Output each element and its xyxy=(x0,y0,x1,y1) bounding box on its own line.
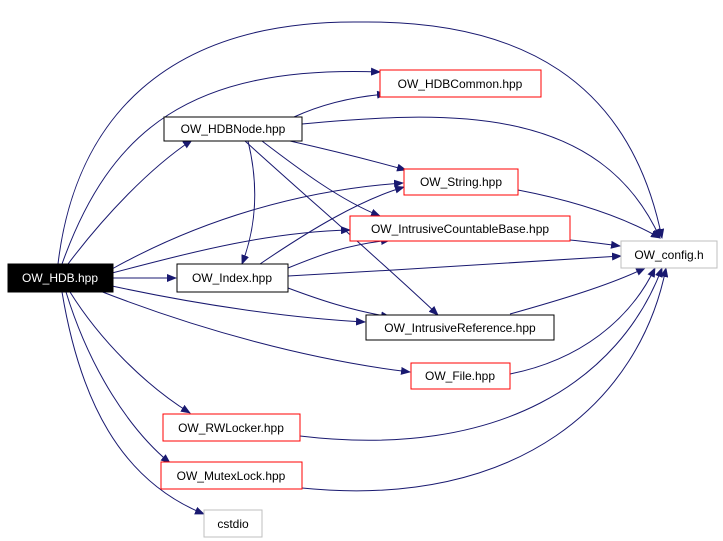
edge-hdb-to-hdbcommon xyxy=(61,67,381,265)
node-label: OW_IntrusiveCountableBase.hpp xyxy=(371,222,549,236)
node-label: OW_HDBCommon.hpp xyxy=(398,77,523,91)
edge-file-to-config xyxy=(509,267,656,375)
edge-hdbnode-to-hdbcommon xyxy=(293,90,387,118)
edge-hdb-to-intrusivecountablebase xyxy=(111,226,351,274)
edge-hdbnode-to-config xyxy=(301,116,661,239)
edge-index-to-string xyxy=(259,185,405,265)
node-ow-hdbnode[interactable]: OW_HDBNode.hpp xyxy=(163,116,303,142)
node-ow-intrusivereference[interactable]: OW_IntrusiveReference.hpp xyxy=(365,314,555,341)
node-label: OW_String.hpp xyxy=(420,175,502,189)
node-label: OW_RWLocker.hpp xyxy=(178,421,284,435)
node-label: OW_HDB.hpp xyxy=(22,271,98,285)
node-ow-mutexlock[interactable]: OW_MutexLock.hpp xyxy=(160,461,303,490)
node-label: OW_Index.hpp xyxy=(192,271,272,285)
edge-hdb-to-cstdio xyxy=(61,291,205,515)
edge-hdbnode-to-index xyxy=(241,140,256,265)
edge-index-to-config xyxy=(287,252,622,277)
edge-hdb-to-string xyxy=(111,179,404,270)
node-label: OW_HDBNode.hpp xyxy=(181,122,286,136)
node-label: OW_IntrusiveReference.hpp xyxy=(384,321,536,335)
node-ow-rwlocker[interactable]: OW_RWLocker.hpp xyxy=(162,413,301,442)
edge-hdb-to-mutexlock xyxy=(65,291,171,464)
node-label: OW_MutexLock.hpp xyxy=(177,469,286,483)
node-ow-index[interactable]: OW_Index.hpp xyxy=(176,263,289,293)
edge-hdb-to-file xyxy=(99,290,411,375)
node-label: OW_File.hpp xyxy=(425,369,495,383)
edge-hdb-to-intrusivereference xyxy=(111,285,366,326)
node-ow-string[interactable]: OW_String.hpp xyxy=(403,168,519,196)
edge-mutexlock-to-config xyxy=(301,267,669,492)
node-ow-config[interactable]: OW_config.h xyxy=(620,240,718,269)
nodes: OW_HDB.hpp OW_HDBCommon.hpp OW_HDBNode.h… xyxy=(7,69,718,538)
edge-hdbnode-to-intrusivecountablebase xyxy=(261,140,381,217)
edge-intrusivereference-to-config xyxy=(509,267,646,315)
edge-index-to-intrusivecountablebase xyxy=(287,237,391,269)
edge-hdbnode-to-string xyxy=(289,140,407,172)
edge-hdb-to-config xyxy=(57,21,665,265)
edges xyxy=(57,21,669,515)
edge-rwlocker-to-config xyxy=(299,267,663,441)
edge-intrusivecountablebase-to-config xyxy=(569,239,621,249)
node-label: cstdio xyxy=(217,517,249,531)
edge-hdbnode-to-intrusivereference xyxy=(244,140,439,316)
node-ow-intrusivecountablebase[interactable]: OW_IntrusiveCountableBase.hpp xyxy=(349,215,571,242)
edge-index-to-intrusivereference xyxy=(287,287,391,320)
node-cstdio[interactable]: cstdio xyxy=(203,509,263,538)
edge-hdb-to-rwlocker xyxy=(69,291,191,414)
edge-hdb-to-hdbnode xyxy=(67,139,193,265)
edge-string-to-config xyxy=(517,189,661,239)
node-label: OW_config.h xyxy=(634,248,703,262)
node-ow-file[interactable]: OW_File.hpp xyxy=(410,362,511,390)
node-ow-hdb[interactable]: OW_HDB.hpp xyxy=(7,263,114,293)
node-ow-hdbcommon[interactable]: OW_HDBCommon.hpp xyxy=(379,69,542,98)
